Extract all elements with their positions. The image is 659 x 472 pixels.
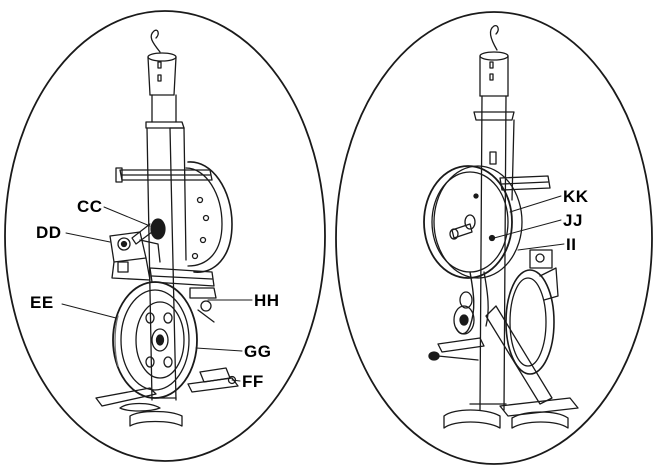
label-gg: GG (244, 342, 272, 361)
left-rear-flywheel (185, 161, 233, 273)
right-cable (489, 24, 499, 51)
right-diagonal-leg (485, 305, 553, 405)
left-lower-crossbar (149, 267, 217, 323)
right-upper-tube (473, 51, 515, 121)
label-kk: KK (563, 187, 589, 206)
right-leader-lines (493, 195, 565, 251)
right-view (335, 11, 653, 465)
right-crossbar (499, 175, 551, 191)
left-base (95, 367, 239, 427)
left-main-upright (146, 127, 187, 401)
right-main-upright (479, 95, 515, 411)
left-leader-lines (61, 206, 253, 382)
left-front-flywheel (112, 281, 198, 399)
right-belt-drive (453, 271, 489, 335)
left-view-frame (4, 10, 326, 462)
label-jj: JJ (563, 211, 583, 230)
left-upper-crossbar (115, 167, 213, 183)
right-pulley (423, 165, 523, 279)
left-view (4, 10, 326, 462)
left-cable (150, 29, 161, 53)
label-cc: CC (77, 197, 103, 216)
label-ii: II (566, 235, 577, 254)
label-ff: FF (242, 372, 264, 391)
right-base (443, 397, 579, 429)
label-ee: EE (30, 293, 54, 312)
left-upper-tube (145, 52, 185, 129)
right-view-frame (335, 11, 653, 465)
left-bracket (109, 231, 161, 281)
right-small-part (428, 337, 485, 361)
right-rear-wheel (505, 249, 559, 375)
label-dd: DD (36, 223, 62, 242)
left-axle (131, 218, 166, 245)
label-hh: HH (254, 291, 280, 310)
